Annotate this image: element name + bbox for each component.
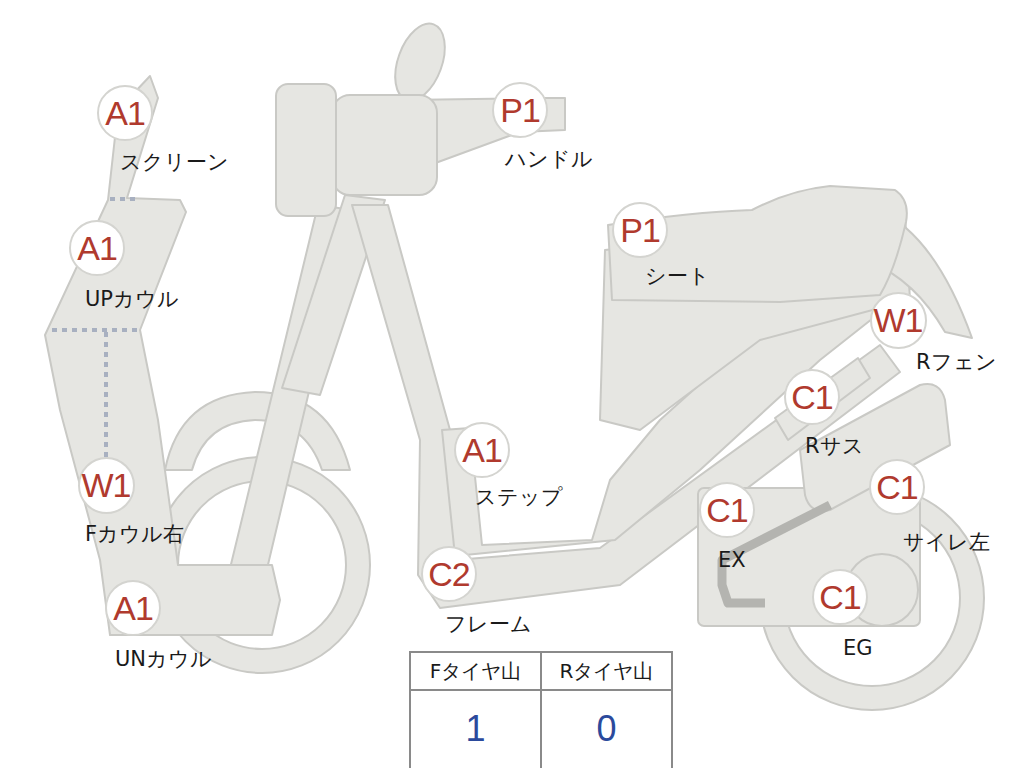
callout: C1EX — [699, 482, 755, 538]
callout-number: A1 — [97, 85, 153, 141]
callout: W1Fカウル右 — [78, 457, 135, 514]
table-header: Fタイヤ山 — [410, 652, 541, 690]
front-cowl — [45, 76, 280, 635]
part-name: ハンドル — [505, 147, 593, 172]
callout-number: W1 — [870, 292, 927, 349]
callout-number: C1 — [784, 369, 840, 425]
panel-seam — [110, 197, 140, 201]
callout-number: A1 — [105, 580, 161, 636]
callout: P1ハンドル — [492, 82, 548, 138]
callout-number: C1 — [699, 482, 755, 538]
panel-seam — [104, 332, 108, 462]
headlight — [276, 84, 336, 216]
table-value: 1 — [410, 690, 541, 768]
table-header: Rタイヤ山 — [541, 652, 672, 690]
callout: A1UPカウル — [69, 220, 125, 276]
part-name: UPカウル — [85, 287, 179, 312]
part-name: スクリーン — [120, 150, 229, 175]
callout: W1Rフェン — [870, 292, 927, 349]
callout-number: P1 — [612, 202, 668, 258]
callout-number: W1 — [78, 457, 135, 514]
part-name: シート — [645, 264, 710, 289]
callout: A1UNカウル — [105, 580, 161, 636]
part-name: サイレ左 — [903, 530, 990, 555]
part-name: ステップ — [475, 485, 563, 510]
handle-cover — [332, 95, 437, 195]
callout: A1スクリーン — [97, 85, 153, 141]
callout: C1EG — [812, 569, 868, 625]
callout: P1シート — [612, 202, 668, 258]
tyre-table — [410, 652, 672, 768]
callout: A1ステップ — [454, 422, 510, 478]
callout: C1Rサス — [784, 369, 840, 425]
table-value: 0 — [541, 690, 672, 768]
seat — [608, 186, 907, 302]
part-name: UNカウル — [115, 647, 212, 672]
mirror — [386, 17, 455, 107]
table-divider — [540, 652, 542, 768]
callout-number: C1 — [869, 459, 925, 515]
part-name: Rフェン — [916, 350, 997, 375]
callout-number: C1 — [812, 569, 868, 625]
callout-number: C2 — [421, 546, 477, 602]
part-name: Rサス — [805, 434, 864, 459]
part-name: フレーム — [445, 612, 532, 637]
callout: C2フレーム — [421, 546, 477, 602]
callout-number: A1 — [69, 220, 125, 276]
part-name: Fカウル右 — [85, 522, 184, 547]
callout-number: P1 — [492, 82, 548, 138]
part-name: EG — [843, 636, 873, 661]
panel-seam — [52, 328, 140, 332]
callout-number: A1 — [454, 422, 510, 478]
callout: C1サイレ左 — [869, 459, 925, 515]
table-divider — [410, 689, 672, 691]
part-name: EX — [718, 548, 746, 573]
